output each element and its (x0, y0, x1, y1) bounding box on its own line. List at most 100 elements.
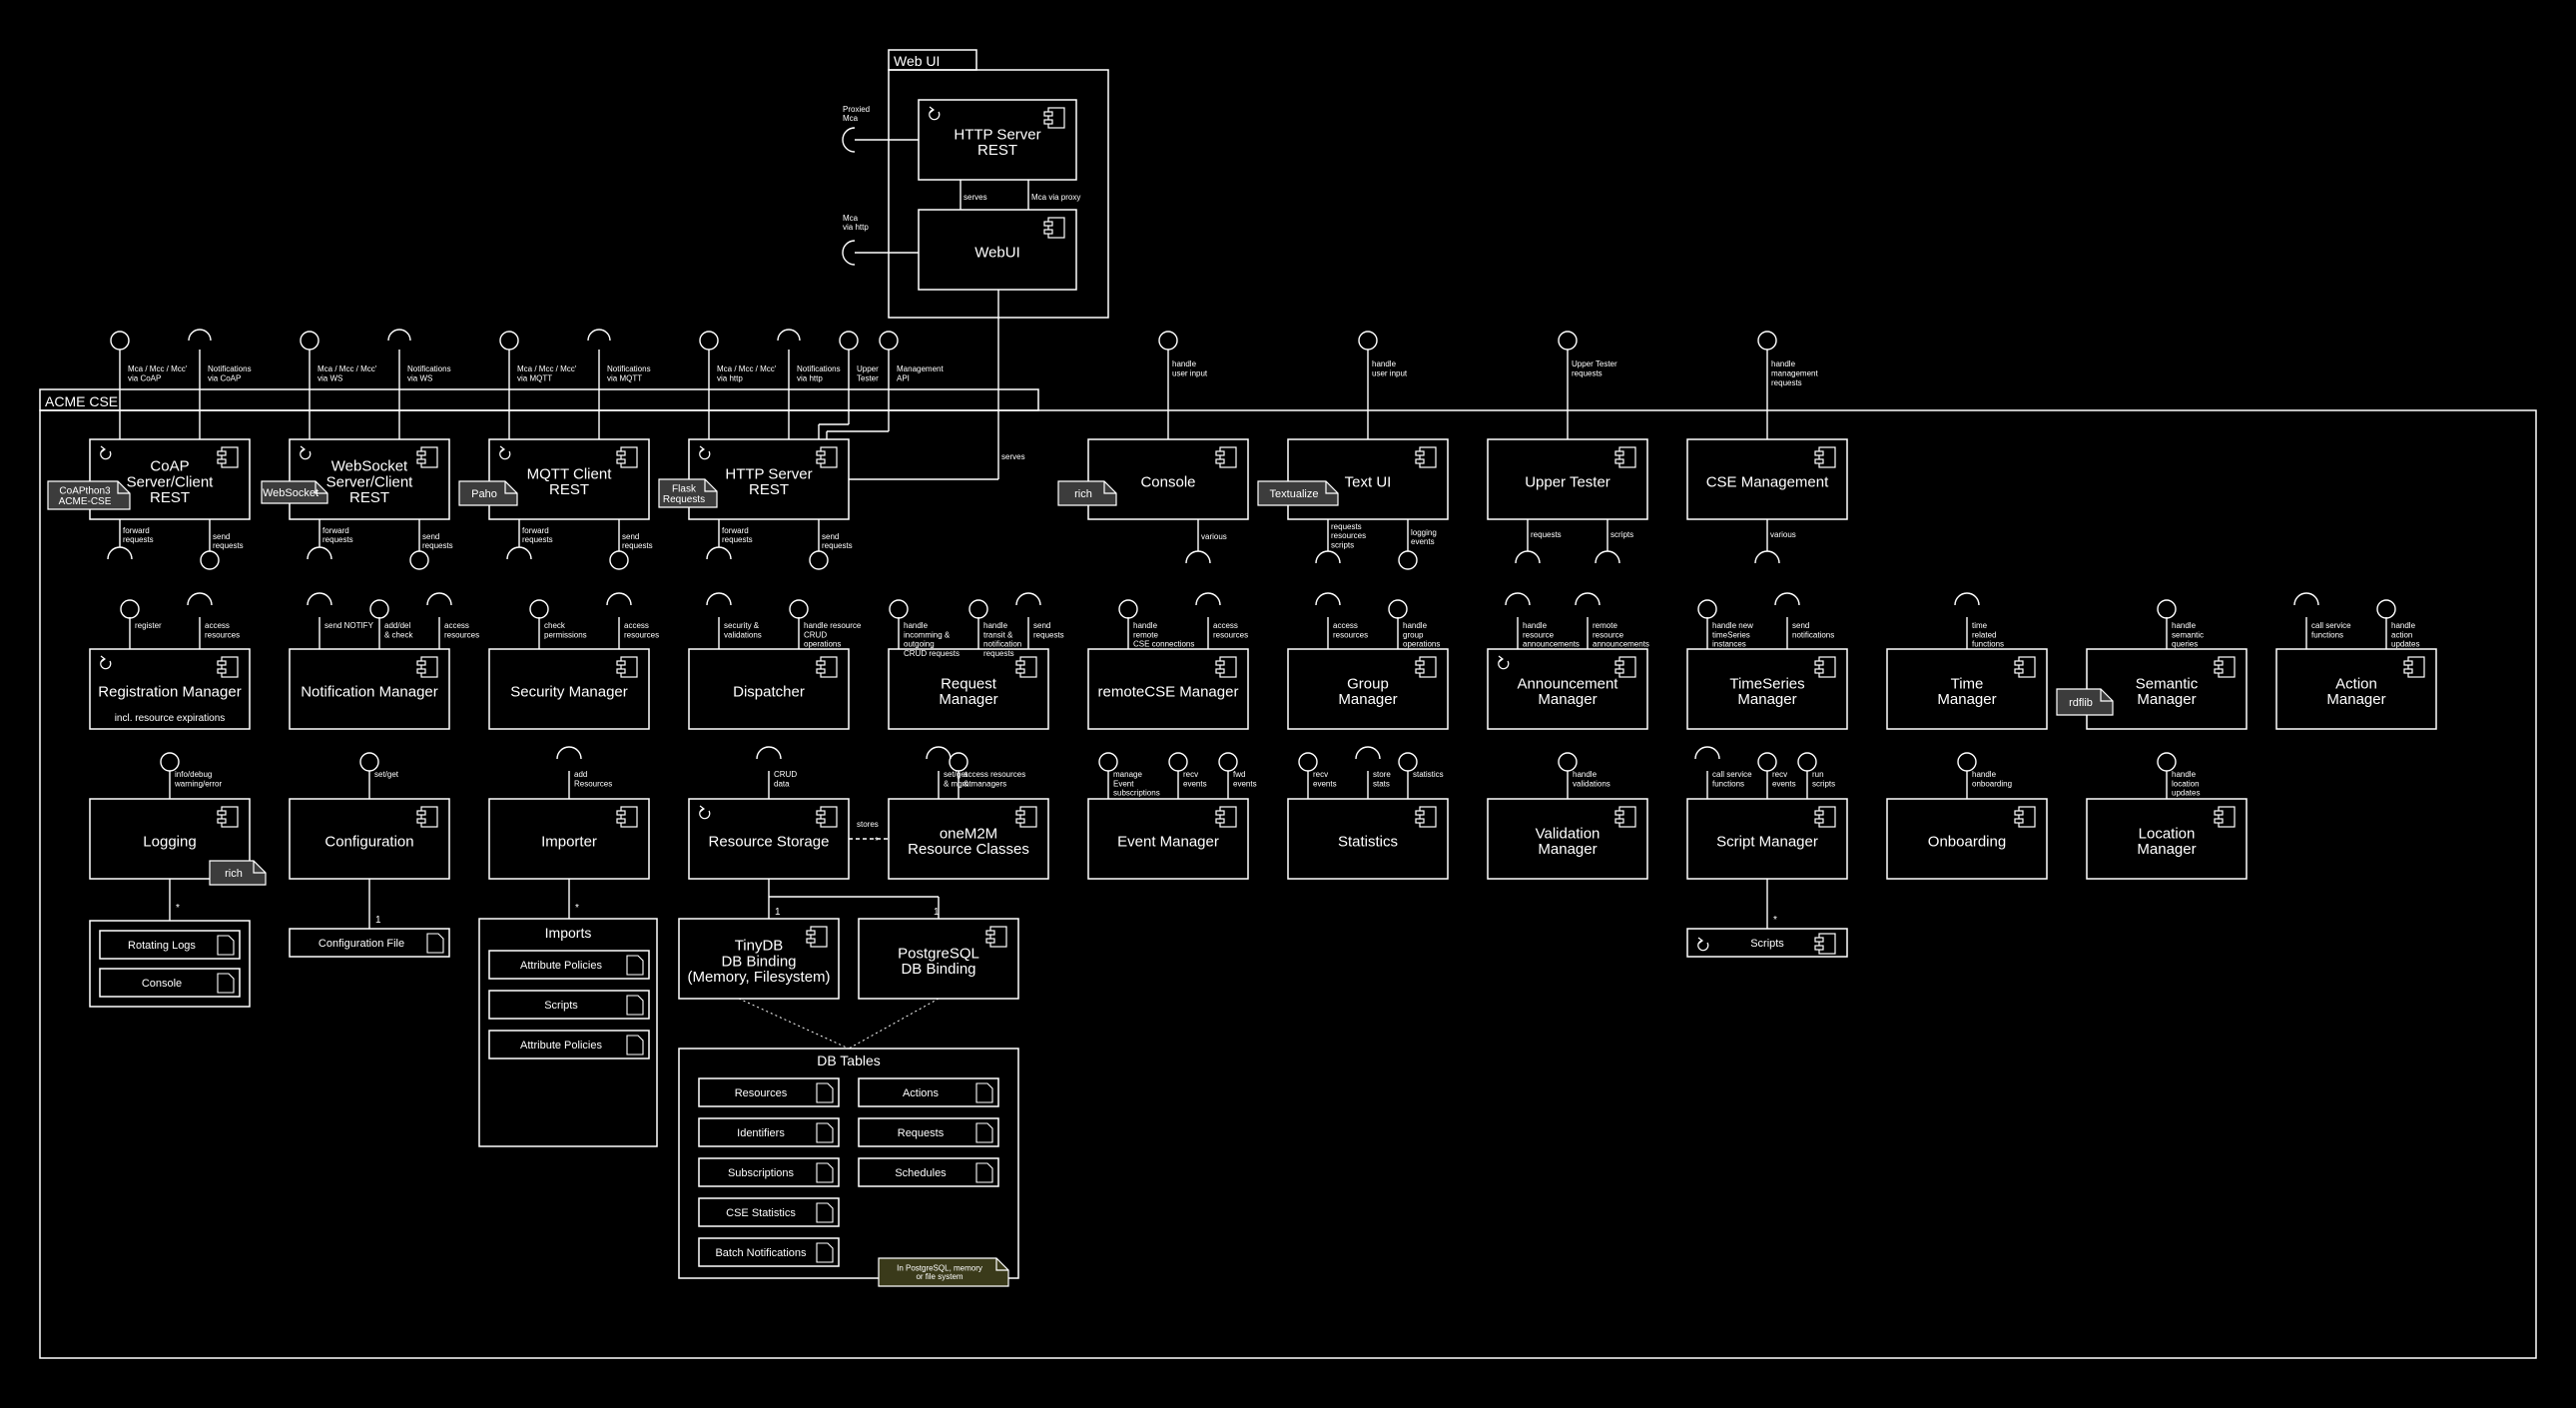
label-line: notifications (1792, 630, 1834, 639)
component-label: Statistics (1338, 833, 1398, 850)
component-icon (1415, 668, 1425, 674)
component-icon (2018, 806, 2036, 828)
label-line: CRUD (804, 630, 827, 639)
component-icon (989, 926, 1007, 948)
label-line: rich (225, 868, 243, 880)
acme-package (39, 409, 2537, 1359)
binding-component (289, 438, 450, 520)
label-line: transit & (983, 630, 1013, 639)
label: various (1770, 530, 1796, 539)
binding-component (488, 438, 650, 520)
component-icon (2403, 660, 2413, 666)
component-icon (820, 656, 838, 678)
interface-lollipop (1168, 752, 1188, 772)
label: Mca / Mcc / Mcc'via http (717, 364, 777, 383)
label-line: REST (977, 142, 1017, 159)
label-line: forward (522, 526, 549, 535)
label: various (1201, 532, 1227, 541)
label: * (1773, 915, 1777, 926)
artifact-box (488, 950, 650, 980)
label-line: send (1792, 621, 1809, 630)
interface-lollipop (699, 331, 719, 351)
interface-socket (188, 329, 212, 342)
interface-socket (777, 329, 801, 342)
label-line: user input (1172, 369, 1208, 378)
cycle-icon (699, 805, 705, 813)
webui-component (918, 209, 1077, 291)
label-line: events (1233, 779, 1257, 788)
label-line: Manager (1737, 691, 1796, 708)
label-line: check (544, 621, 566, 630)
component-label: Console (1140, 473, 1195, 490)
label-line: resource (1523, 630, 1555, 639)
label-line: CSE Management (1706, 473, 1829, 490)
label-line: ACME-CSE (59, 496, 112, 507)
component-icon (420, 446, 438, 468)
label-line: various (1201, 532, 1227, 541)
dotted-line (848, 998, 940, 1050)
artifact-box (99, 930, 241, 960)
label-line: group (1403, 630, 1424, 639)
label-line: Group (1347, 675, 1389, 692)
label-line: access (444, 621, 469, 630)
label-line: Manager (2137, 841, 2196, 858)
label-line: Notifications (607, 364, 651, 373)
label: * (176, 903, 180, 914)
interface-lollipop (359, 752, 379, 772)
artifact-box (698, 1077, 840, 1107)
artifact-box (858, 1077, 999, 1107)
cycle-icon (100, 445, 106, 453)
label: add/del& check (384, 621, 413, 639)
label-line: Configuration File (319, 938, 404, 950)
label-line: notification (983, 640, 1021, 649)
interface-socket (387, 329, 411, 342)
note-fold (117, 481, 130, 494)
label-line: requests (123, 535, 154, 544)
label-line: forward (123, 526, 150, 535)
interface-socket (1595, 550, 1620, 564)
artifact-box (698, 1237, 840, 1267)
label-line: access resources (964, 770, 1025, 779)
label-line: Scripts (1750, 938, 1784, 950)
component-label: CSE Management (1706, 473, 1829, 490)
label-line: timeSeries (1712, 630, 1750, 639)
interface-lollipop (789, 599, 809, 619)
label-line: Manager (1538, 841, 1597, 858)
note-fold (1103, 481, 1116, 494)
component-icon (620, 446, 638, 468)
label-line: resources (1333, 630, 1368, 639)
label-line: resources (624, 630, 659, 639)
component-icon (217, 660, 227, 666)
component-icon (1614, 450, 1624, 456)
component-icon (1618, 656, 1636, 678)
interface-lollipop (839, 331, 859, 351)
label-line: validations (1573, 779, 1610, 788)
component-icon (616, 458, 626, 464)
package-title: ACME CSE (45, 393, 118, 409)
label-line: recv (1183, 770, 1198, 779)
note-fold (504, 481, 517, 494)
cycle-icon (300, 445, 306, 453)
component-icon (1614, 818, 1624, 824)
interface-lollipop (529, 599, 549, 619)
artifact-label: Schedules (895, 1167, 947, 1179)
label-line: CSE connections (1133, 640, 1194, 649)
label-line: CRUD requests (904, 649, 960, 658)
component-icon (820, 446, 838, 468)
interface-lollipop (1398, 752, 1418, 772)
label-line: 1 (934, 907, 940, 918)
